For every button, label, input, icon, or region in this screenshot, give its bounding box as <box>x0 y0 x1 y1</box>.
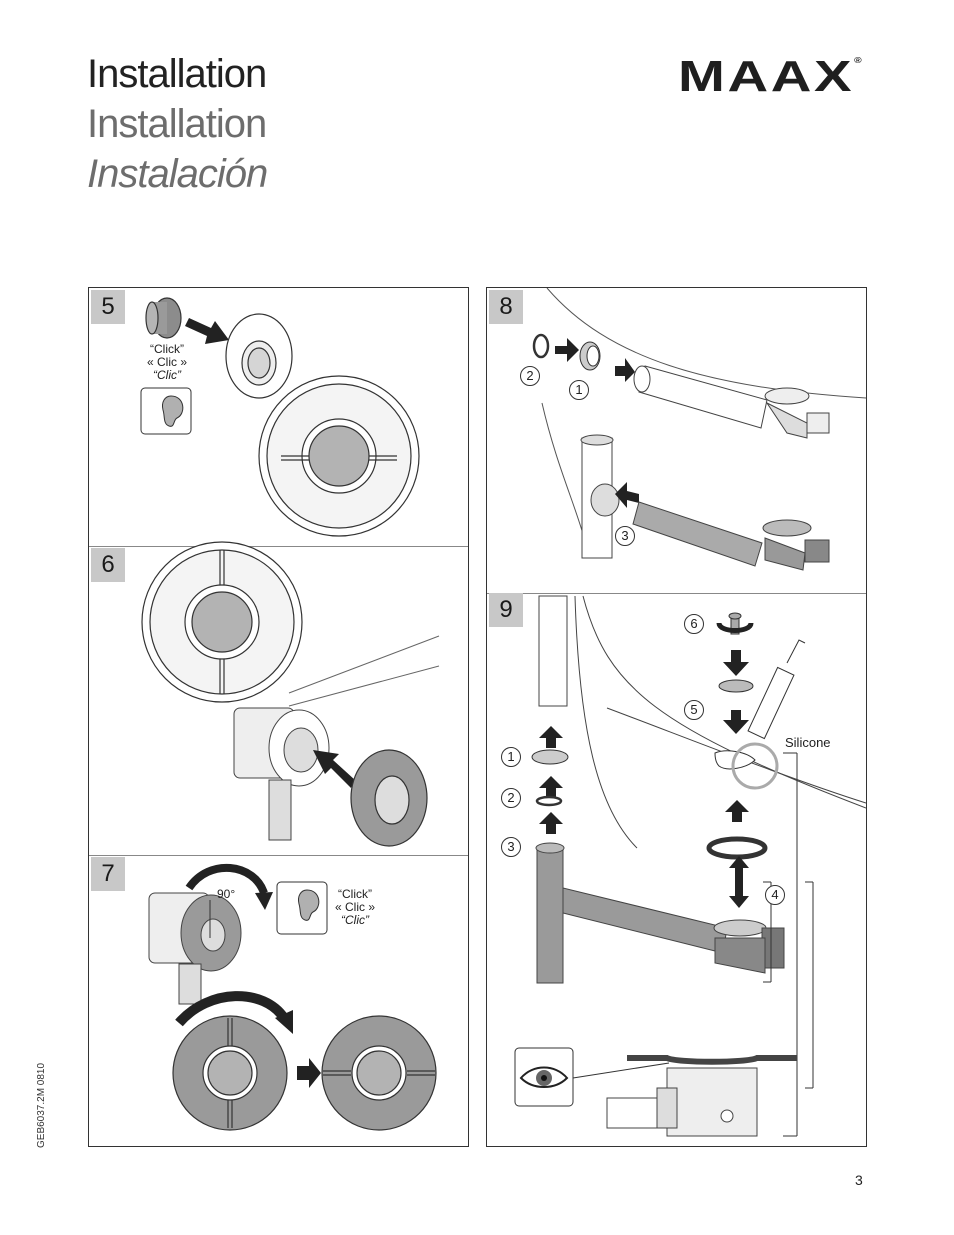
step9-gasket <box>706 836 768 860</box>
step7-fitting <box>148 892 242 1005</box>
ear-icon <box>162 395 184 427</box>
step9-callout-6: 6 <box>684 614 704 634</box>
step8-drain-pipe <box>632 501 830 571</box>
step9-arrow-down-1 <box>723 650 749 676</box>
step9-stopper <box>718 679 754 693</box>
step-6-number: 6 <box>91 548 125 582</box>
title-french: Installation <box>87 102 267 146</box>
step6-cover <box>350 749 428 847</box>
step9-callout-3: 3 <box>501 837 521 857</box>
step9-callout-1: 1 <box>501 747 521 767</box>
step7-click-label: “Click” « Clic » “Clic” <box>327 888 383 927</box>
steps-5-7-illustration <box>140 297 440 1131</box>
step7-ring-after <box>321 1015 437 1131</box>
step8-arrow-3 <box>615 482 639 508</box>
step8-callout-2: 2 <box>520 366 540 386</box>
silicone-label: Silicone <box>785 735 831 750</box>
ear-icon-step7 <box>298 889 320 921</box>
step5-click-label: “Click” « Clic » “Clic” <box>139 343 195 382</box>
eye-icon <box>519 1066 569 1088</box>
rotate-arrow-icon <box>185 863 268 895</box>
step7-curve-arrow <box>175 991 289 1027</box>
step8-tee <box>580 434 620 559</box>
click-es: “Clic” <box>153 368 181 382</box>
step9-arrow-down-2 <box>723 710 749 734</box>
click-fr: « Clic » <box>146 355 187 369</box>
click-en: “Click” <box>150 342 184 356</box>
step9-callout-4: 4 <box>765 885 785 905</box>
page-number: 3 <box>855 1172 863 1188</box>
step5-arrow <box>185 318 229 344</box>
step7-ring-before <box>172 1015 288 1131</box>
divider-8-9 <box>487 593 866 594</box>
step-9-number: 9 <box>489 593 523 627</box>
rotation-angle: 90° <box>217 887 236 901</box>
rotate-arrow-icon-9 <box>716 622 754 633</box>
step5-ring-small <box>225 313 293 399</box>
step9-arrow-up-1 <box>539 726 563 748</box>
step-8-number: 8 <box>489 290 523 324</box>
brand-mark: ® <box>854 56 865 65</box>
panel-steps-5-7: 5 6 7 <box>88 287 469 1147</box>
step-7-number: 7 <box>91 857 125 891</box>
step9-screw <box>728 612 742 635</box>
silicone-tube <box>747 639 806 740</box>
title-spanish: Instalación <box>87 152 268 196</box>
step6-ring <box>141 541 303 703</box>
step8-overflow-pipe <box>633 365 830 439</box>
title-english: Installation <box>87 52 267 96</box>
step5-ring-large <box>258 375 420 537</box>
step9-detail-cross-section <box>606 1055 797 1137</box>
step8-arrow-2 <box>615 358 635 382</box>
step9-overflow-tube <box>538 595 568 707</box>
step9-arrow-up-4 <box>725 800 749 822</box>
silicone-highlight <box>731 742 779 790</box>
brand-logo: MAAX® <box>678 52 864 102</box>
brand-name: MAAX <box>678 52 855 101</box>
step9-arrow-up-3 <box>539 812 563 834</box>
step5-cap <box>145 297 182 339</box>
step9-washer <box>535 795 563 807</box>
divider-6-7 <box>89 855 468 856</box>
step6-fitting <box>233 707 330 841</box>
steps-8-9-illustration <box>514 288 866 1137</box>
step9-drain-tee <box>535 842 785 984</box>
step8-callout-1: 1 <box>569 380 589 400</box>
step9-double-arrow <box>729 856 749 908</box>
step9-callout-5: 5 <box>684 700 704 720</box>
step8-washer <box>532 333 550 359</box>
divider-5-6 <box>89 546 468 547</box>
step8-nut <box>579 341 601 371</box>
step8-arrow-1 <box>555 338 579 362</box>
click-fr-7: « Clic » <box>334 900 375 914</box>
step6-arrow <box>313 750 355 788</box>
document-code: GEB6037.2M 0810 <box>36 1062 47 1148</box>
step8-callout-3: 3 <box>615 526 635 546</box>
step7-arrow <box>297 1058 321 1088</box>
click-en-7: “Click” <box>338 887 372 901</box>
step9-callout-2: 2 <box>501 788 521 808</box>
step9-nut <box>531 749 569 765</box>
panel-steps-8-9: 8 9 <box>486 287 867 1147</box>
click-es-7: “Clic” <box>341 913 369 927</box>
step9-arrow-up-2 <box>539 776 563 798</box>
step-5-number: 5 <box>91 290 125 324</box>
